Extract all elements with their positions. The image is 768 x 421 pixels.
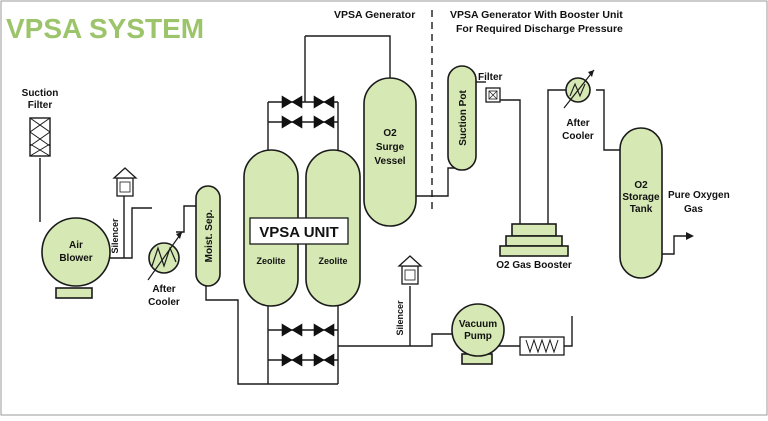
pure-oxygen-label-1: Pure Oxygen [668, 190, 730, 201]
surge-label-3: Vessel [374, 156, 405, 167]
o2-surge-vessel: O2 Surge Vessel [363, 77, 417, 227]
silencer-label-1: Silencer [110, 218, 120, 254]
storage-label-2: Storage [622, 192, 660, 203]
silencer-blower: Silencer [110, 167, 138, 254]
o2-gas-booster: O2 Gas Booster [496, 223, 572, 271]
vpsa-unit-label: VPSA UNIT [259, 224, 338, 241]
air-blower-label-2: Blower [59, 253, 92, 264]
zeolite-left-label: Zeolite [256, 256, 285, 266]
silencer-label-2: Silencer [395, 300, 405, 336]
valves-top [281, 95, 335, 129]
after-cooler-2-label-2: Cooler [562, 131, 594, 142]
booster-filter: Filter [478, 72, 503, 103]
after-cooler-1: After Cooler [147, 231, 183, 308]
process-pipes [39, 35, 686, 385]
moist-sep-label: Moist. Sep. [204, 209, 215, 262]
section-generator: VPSA Generator [334, 9, 415, 21]
silencer-vacuum: Silencer [395, 255, 423, 336]
suction-filter: Suction Filter [22, 88, 59, 157]
air-blower: Air Blower [41, 217, 111, 299]
zeolite-right-label: Zeolite [318, 256, 347, 266]
after-cooler-1-label-1: After [152, 284, 175, 295]
booster-label: O2 Gas Booster [496, 260, 572, 271]
vacuum-pump-label-2: Pump [464, 331, 492, 342]
pure-oxygen-outlet: Pure Oxygen Gas [668, 190, 730, 240]
o2-storage-tank: O2 Storage Tank [619, 127, 663, 279]
suction-filter-label-2: Filter [28, 100, 53, 111]
valves-bottom [281, 323, 335, 367]
moisture-separator: Moist. Sep. [195, 185, 221, 287]
suction-pot-label: Suction Pot [458, 90, 469, 146]
suction-filter-label-1: Suction [22, 88, 59, 99]
storage-label-1: O2 [634, 180, 648, 191]
suction-pot: Suction Pot [447, 65, 477, 171]
after-cooler-2-label-1: After [566, 118, 589, 129]
section-booster-line2: For Required Discharge Pressure [456, 23, 623, 35]
exhaust-muffler [519, 336, 565, 356]
vpsa-unit-tag: VPSA UNIT [249, 217, 349, 245]
pure-oxygen-label-2: Gas [684, 204, 703, 215]
surge-label-1: O2 [383, 128, 397, 139]
diagram-title: VPSA SYSTEM [6, 13, 204, 44]
storage-label-3: Tank [630, 204, 653, 215]
vacuum-pump-label-1: Vacuum [459, 319, 497, 330]
filter-label: Filter [478, 72, 503, 83]
surge-label-2: Surge [376, 142, 405, 153]
vacuum-pump: Vacuum Pump [451, 303, 505, 365]
after-cooler-1-label-2: Cooler [148, 297, 180, 308]
after-cooler-2: After Cooler [562, 69, 595, 142]
section-booster-line1: VPSA Generator With Booster Unit [450, 9, 623, 21]
air-blower-label-1: Air [69, 240, 83, 251]
